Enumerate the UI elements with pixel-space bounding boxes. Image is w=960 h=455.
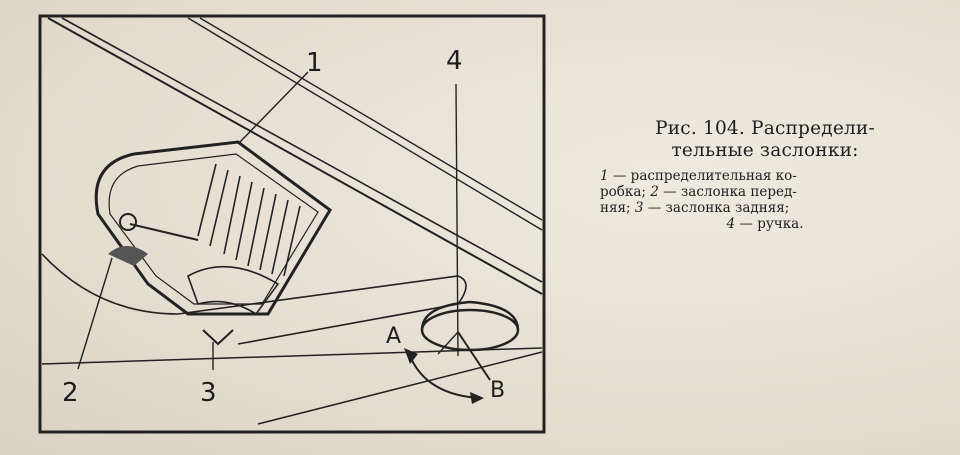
handle-pointer: [457, 331, 491, 381]
rear-damper: [187, 265, 280, 316]
figure-border: [38, 14, 546, 434]
caption-title-line-1: Рис. 104. Распредели-: [655, 118, 875, 139]
legend-text-4: — ручка.: [735, 216, 804, 232]
caption-title-line-2: тельные заслонки:: [671, 140, 859, 161]
windshield-line-1: [47, 17, 543, 295]
windshield-line-3: [187, 17, 543, 231]
legend-number-4: 4: [726, 216, 736, 232]
handle-knob: [420, 308, 520, 352]
rotation-arrow: [409, 355, 479, 399]
callout-a: A: [386, 324, 402, 349]
leader-line-2: [77, 257, 113, 370]
legend-number-2: 2: [650, 184, 659, 200]
caption-title: Рис. 104. Распредели- тельные заслонки:: [600, 118, 930, 162]
windshield-line-4: [199, 17, 543, 221]
legend-text-1: — распределительная ко-: [608, 168, 797, 184]
caption-legend: 1 — распределительная ко- робка; 2 — зас…: [600, 168, 930, 232]
panel-line-bottom: [257, 351, 543, 425]
callout-b: B: [490, 378, 506, 403]
windshield-line-2: [61, 17, 543, 283]
damper-drawing: [38, 14, 546, 434]
legend-line-2: робка; 2 — заслонка перед-: [600, 184, 930, 200]
legend-number-3: 3: [634, 200, 644, 216]
legend-text-2b: няя;: [600, 200, 635, 216]
legend-text-1b: робка;: [600, 184, 651, 200]
callout-2: 2: [62, 378, 79, 408]
figure-caption: Рис. 104. Распредели- тельные заслонки: …: [600, 118, 930, 232]
legend-line-4: 4 — ручка.: [600, 216, 930, 232]
figure-illustration: 1 2 3 4 A B: [38, 14, 546, 434]
legend-line-3: няя; 3 — заслонка задняя;: [600, 200, 930, 216]
leader-line-1: [237, 71, 309, 145]
callout-1: 1: [306, 48, 323, 78]
panel-curve: [41, 253, 467, 345]
callout-4: 4: [446, 46, 463, 76]
callout-3: 3: [200, 378, 217, 408]
legend-number-1: 1: [600, 168, 609, 184]
front-damper: [108, 246, 148, 266]
legend-line-1: 1 — распределительная ко-: [600, 168, 930, 184]
louvre-slats: [197, 163, 301, 277]
legend-text-3: — заслонка задняя;: [643, 200, 790, 216]
front-damper-pivot: [119, 213, 137, 231]
leader-line-4: [455, 83, 459, 357]
distribution-box: [94, 140, 332, 316]
legend-text-2: — заслонка перед-: [658, 184, 797, 200]
